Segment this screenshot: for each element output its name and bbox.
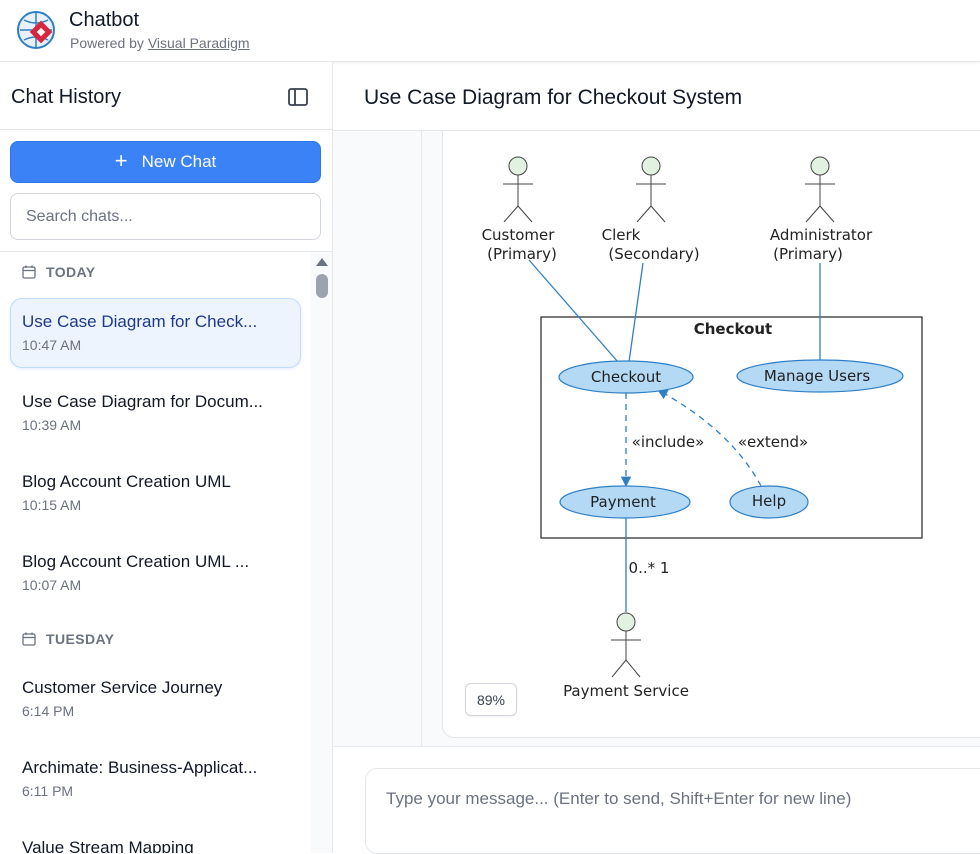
actor-customer: Customer (Primary) xyxy=(482,156,557,263)
chat-item[interactable]: Customer Service Journey 6:14 PM xyxy=(10,664,301,734)
main-header: Use Case Diagram for Checkout System xyxy=(333,62,980,131)
scroll-up-icon[interactable] xyxy=(316,258,328,266)
chat-item-time: 6:11 PM xyxy=(22,783,74,799)
usecase-payment xyxy=(559,485,691,519)
actor-clerk: Clerk (Secondary) xyxy=(602,156,700,263)
actor-label: Customer xyxy=(482,226,556,244)
chat-item[interactable]: Value Stream Mapping xyxy=(10,824,301,853)
usecase-checkout xyxy=(558,360,694,394)
usecase-help xyxy=(729,485,809,519)
powered-by: Powered by Visual Paradigm xyxy=(70,35,250,51)
chat-item-time: 10:39 AM xyxy=(22,417,82,433)
new-chat-label: New Chat xyxy=(141,152,217,171)
calendar-icon xyxy=(22,265,36,279)
association-line xyxy=(628,262,644,363)
actor-label: (Primary) xyxy=(773,245,843,263)
chat-item-title: Blog Account Creation UML xyxy=(22,472,231,491)
zoom-level-button[interactable]: 89% xyxy=(465,683,517,716)
chat-item-title: Blog Account Creation UML ... xyxy=(22,552,250,571)
sidebar-toggle-icon[interactable] xyxy=(287,86,309,108)
chat-item-time: 10:47 AM xyxy=(22,337,82,353)
chat-item[interactable]: Use Case Diagram for Docum... 10:39 AM xyxy=(10,378,301,448)
visual-paradigm-link[interactable]: Visual Paradigm xyxy=(147,35,250,51)
calendar-icon xyxy=(22,632,36,646)
chat-item-title: Use Case Diagram for Check... xyxy=(22,312,258,331)
chat-item-title: Value Stream Mapping xyxy=(22,838,194,853)
usecase-label: Payment xyxy=(590,493,656,511)
plus-icon: + xyxy=(114,148,128,173)
app-header: Chatbot Powered by Visual Paradigm xyxy=(0,0,980,62)
actor-label: Payment Service xyxy=(563,682,689,700)
scrollbar-thumb[interactable] xyxy=(316,274,328,298)
app-title: Chatbot xyxy=(69,9,140,31)
actor-administrator: Administrator (Primary) xyxy=(770,156,873,263)
actor-label: Administrator xyxy=(770,226,873,244)
usecase-label: Help xyxy=(752,492,786,510)
message-input[interactable] xyxy=(365,768,980,854)
include-label: «include» xyxy=(632,433,705,451)
sidebar-title: Chat History xyxy=(11,86,122,108)
usecase-manage-users xyxy=(736,359,904,393)
use-case-diagram: Customer (Primary) Clerk (Secondary) Adm… xyxy=(471,150,928,705)
scrollbar[interactable] xyxy=(311,252,332,853)
actor-label: Clerk xyxy=(602,226,641,244)
chat-item[interactable]: Blog Account Creation UML 10:15 AM xyxy=(10,458,301,528)
usecase-label: Manage Users xyxy=(764,367,871,385)
extend-arrow xyxy=(657,389,762,487)
actor-label: (Primary) xyxy=(487,245,557,263)
association-line xyxy=(528,259,619,363)
group-label-today: TODAY xyxy=(22,264,95,280)
chat-item-title: Customer Service Journey xyxy=(22,678,223,697)
new-chat-button[interactable]: + New Chat xyxy=(10,141,321,183)
sidebar: Chat History + New Chat TODAY Use Case D… xyxy=(0,62,333,853)
chat-item-time: 10:07 AM xyxy=(22,577,82,593)
chat-list xyxy=(0,251,332,853)
chat-item-title: Archimate: Business-Applicat... xyxy=(22,758,258,777)
system-name: Checkout xyxy=(694,320,772,338)
chat-item[interactable]: Blog Account Creation UML ... 10:07 AM xyxy=(10,538,301,608)
multiplicity-label: 0..* 1 xyxy=(629,559,670,577)
actor-payment-service: Payment Service xyxy=(563,612,689,700)
page-title: Use Case Diagram for Checkout System xyxy=(364,86,743,109)
actor-label: (Secondary) xyxy=(608,245,699,263)
chat-item[interactable]: Archimate: Business-Applicat... 6:11 PM xyxy=(10,744,301,814)
search-input[interactable] xyxy=(10,193,321,240)
usecase-label: Checkout xyxy=(591,368,661,386)
divider xyxy=(421,131,422,746)
chat-item-time: 6:14 PM xyxy=(22,703,75,719)
app-logo-icon xyxy=(17,11,55,49)
extend-label: «extend» xyxy=(738,433,808,451)
group-label-tuesday: TUESDAY xyxy=(22,631,114,647)
sidebar-header: Chat History xyxy=(0,62,332,130)
chat-item-active[interactable]: Use Case Diagram for Check... 10:47 AM xyxy=(10,298,301,368)
chat-item-time: 10:15 AM xyxy=(22,497,82,513)
chat-item-title: Use Case Diagram for Docum... xyxy=(22,392,263,411)
